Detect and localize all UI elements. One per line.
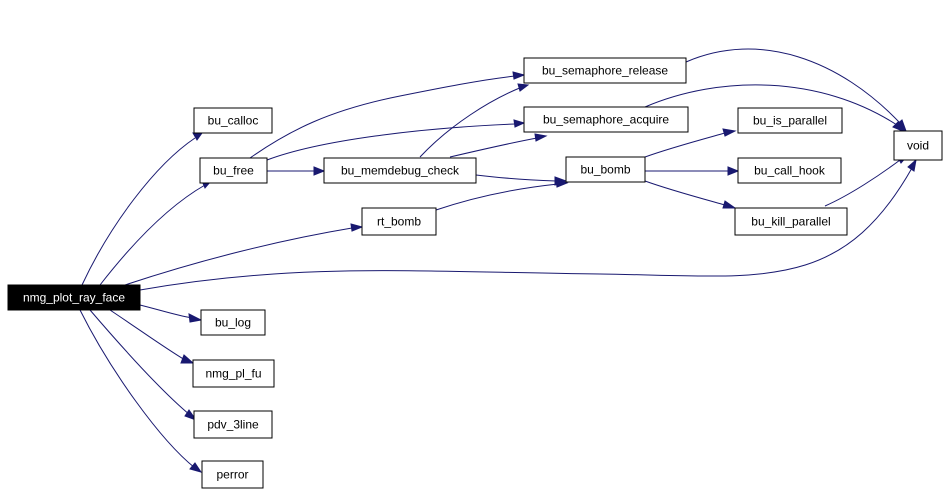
- node-nmg_plot_ray_face[interactable]: nmg_plot_ray_face: [7, 284, 141, 311]
- node-label: bu_calloc: [208, 114, 259, 128]
- edge-nmg_plot_ray_face-to-nmg_pl_fu: [109, 309, 195, 364]
- node-pdv_3line[interactable]: pdv_3line: [193, 410, 273, 439]
- node-bu_semaphore_release[interactable]: bu_semaphore_release: [523, 57, 687, 84]
- node-bu_calloc[interactable]: bu_calloc: [193, 107, 273, 134]
- node-label: bu_semaphore_release: [542, 64, 668, 78]
- node-bu_kill_parallel[interactable]: bu_kill_parallel: [734, 207, 848, 236]
- edge-bu_memdebug_check-to-bu_bomb: [475, 174, 568, 186]
- node-bu_free[interactable]: bu_free: [199, 157, 268, 184]
- node-bu_is_parallel[interactable]: bu_is_parallel: [737, 107, 843, 134]
- edge-bu_free-to-bu_memdebug_check: [267, 166, 326, 176]
- node-label: perror: [216, 468, 248, 482]
- edge-nmg_plot_ray_face-to-bu_free: [99, 180, 213, 286]
- node-bu_memdebug_check[interactable]: bu_memdebug_check: [323, 157, 477, 184]
- edge-bu_bomb-to-bu_call_hook: [645, 166, 740, 176]
- edge-nmg_plot_ray_face-to-bu_log: [139, 304, 203, 323]
- edge-nmg_plot_ray_face-to-perror: [79, 309, 203, 473]
- node-bu_semaphore_acquire[interactable]: bu_semaphore_acquire: [523, 106, 689, 133]
- edge-nmg_plot_ray_face-to-rt_bomb: [124, 223, 364, 286]
- edge-nmg_plot_ray_face-to-bu_calloc: [81, 132, 203, 286]
- node-label: bu_bomb: [580, 163, 630, 177]
- node-label: rt_bomb: [377, 215, 421, 229]
- nodes: nmg_plot_ray_face bu_calloc bu_free bu_m…: [7, 57, 943, 489]
- node-label: bu_semaphore_acquire: [543, 113, 669, 127]
- edge-bu_free-to-bu_semaphore_release: [249, 71, 526, 159]
- node-label: nmg_plot_ray_face: [23, 291, 125, 305]
- node-bu_call_hook[interactable]: bu_call_hook: [737, 157, 842, 184]
- node-label: bu_free: [213, 164, 254, 178]
- node-rt_bomb[interactable]: rt_bomb: [361, 207, 437, 236]
- node-void[interactable]: void: [893, 130, 943, 161]
- edge-nmg_plot_ray_face-to-pdv_3line: [89, 309, 198, 422]
- edge-bu_free-to-bu_semaphore_acquire: [266, 119, 526, 161]
- edge-bu_semaphore_acquire-to-void: [644, 84, 907, 134]
- edge-nmg_plot_ray_face-to-void: [139, 158, 917, 291]
- node-label: bu_log: [215, 316, 251, 330]
- node-label: void: [907, 139, 929, 153]
- node-label: bu_kill_parallel: [751, 215, 830, 229]
- node-perror[interactable]: perror: [201, 460, 264, 489]
- edge-bu_memdebug_check-to-bu_semaphore_release: [419, 83, 530, 158]
- node-label: bu_is_parallel: [753, 114, 827, 128]
- node-bu_bomb[interactable]: bu_bomb: [565, 156, 646, 183]
- edge-bu_memdebug_check-to-bu_semaphore_acquire: [449, 133, 548, 158]
- edge-rt_bomb-to-bu_bomb: [435, 179, 569, 211]
- node-label: bu_call_hook: [754, 164, 826, 178]
- node-nmg_pl_fu[interactable]: nmg_pl_fu: [192, 359, 275, 388]
- edge-bu_bomb-to-bu_kill_parallel: [644, 180, 737, 209]
- edges: [79, 48, 917, 473]
- node-label: bu_memdebug_check: [341, 164, 460, 178]
- node-label: nmg_pl_fu: [205, 367, 261, 381]
- node-label: pdv_3line: [207, 418, 259, 432]
- node-bu_log[interactable]: bu_log: [200, 309, 266, 336]
- edge-bu_bomb-to-bu_is_parallel: [644, 128, 737, 158]
